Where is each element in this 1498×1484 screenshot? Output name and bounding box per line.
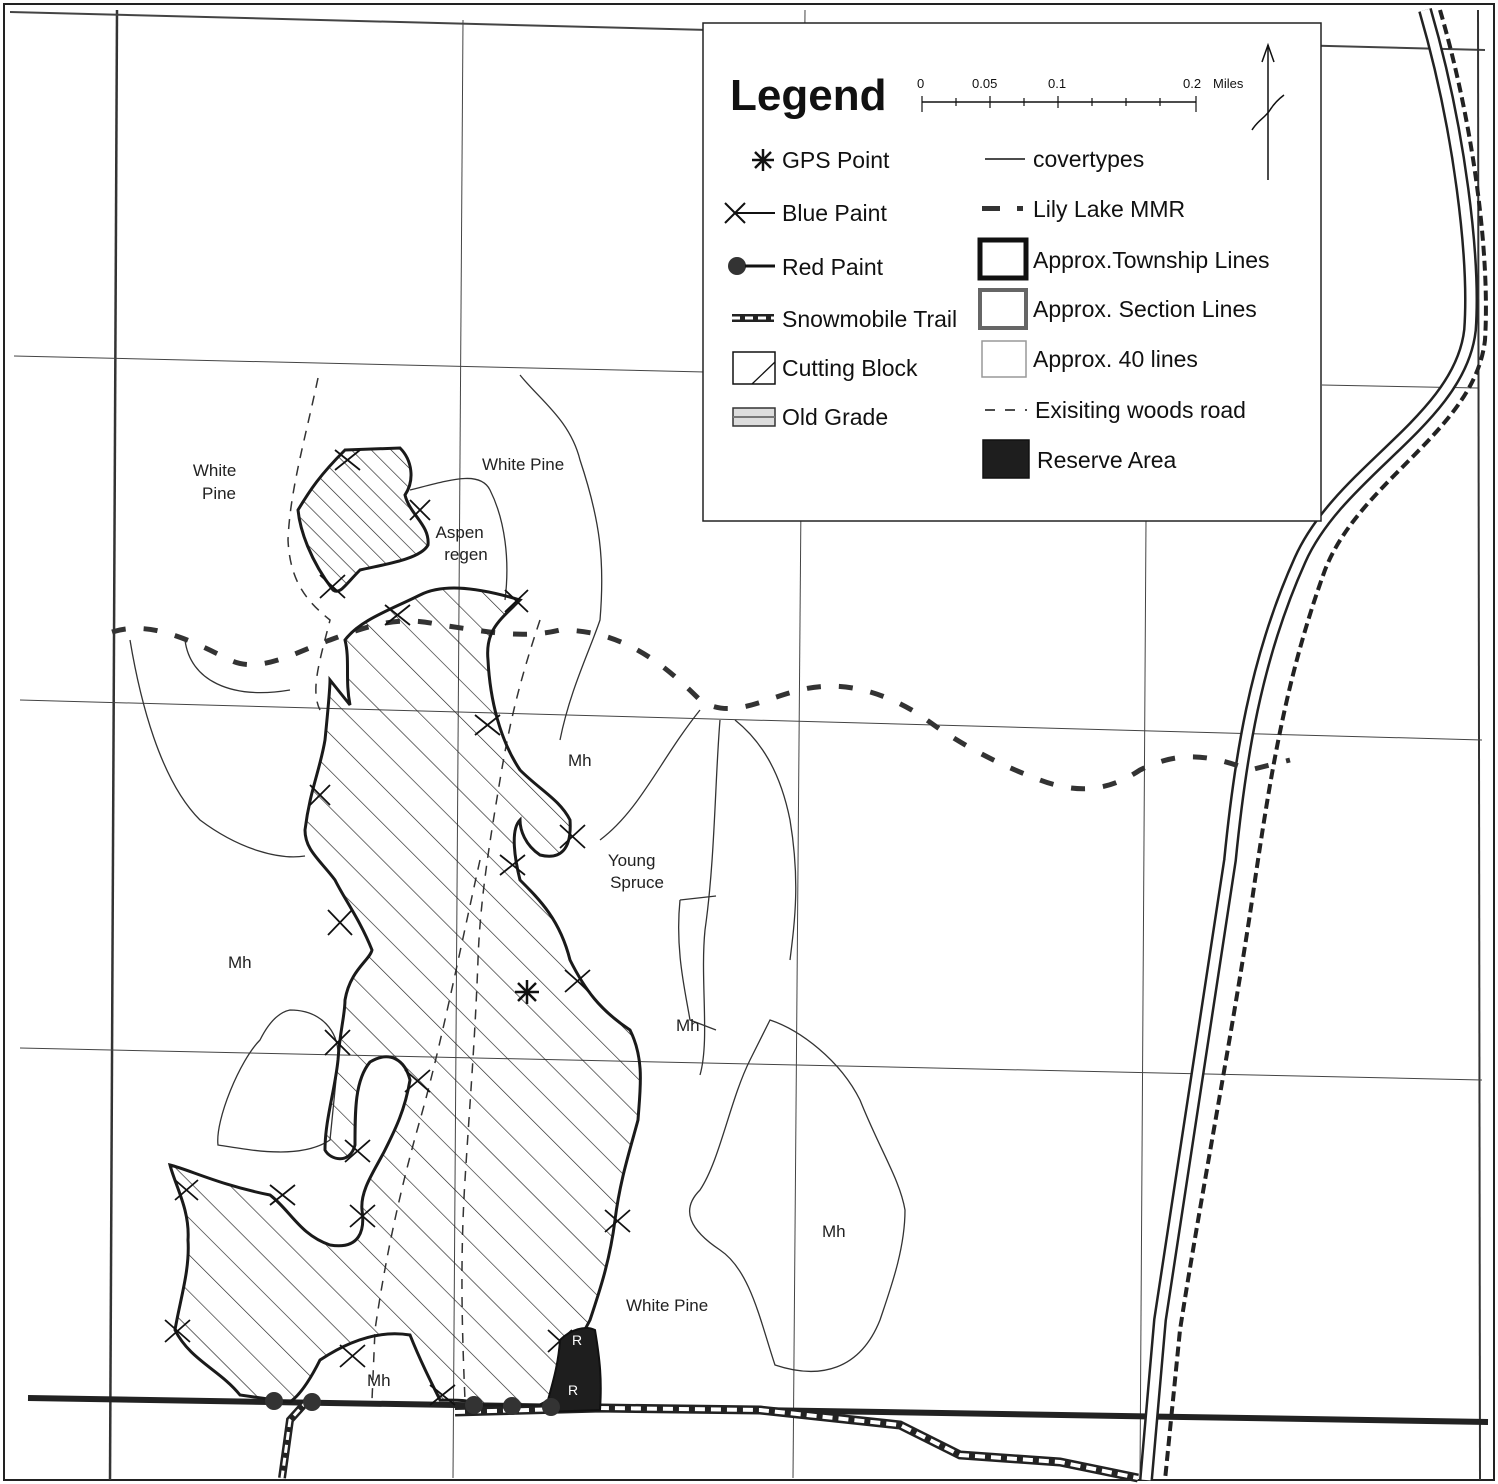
cutting-block-icon [732, 351, 776, 385]
svg-text:Snowmobile Trail: Snowmobile Trail [782, 306, 957, 332]
forty-line-icon [981, 340, 1027, 378]
svg-text:Approx.Township Lines: Approx.Township Lines [1033, 247, 1270, 273]
legend-item-covertypes: covertypes [985, 146, 1144, 172]
red-paint-icon [728, 257, 775, 275]
cutting-block-main [167, 586, 642, 1407]
legend-item-blue-paint: Blue Paint [724, 200, 887, 226]
svg-text:Blue Paint: Blue Paint [782, 200, 887, 226]
township-line-icon [977, 237, 1029, 281]
blue-paint-markers [164, 449, 631, 1406]
label-mh-south: Mh [367, 1371, 391, 1390]
legend-item-reserve: Reserve Area [982, 439, 1177, 479]
map-frame [3, 3, 1495, 1481]
reserve-area-icon [982, 439, 1030, 479]
cutting-blocks [167, 446, 642, 1407]
label-young-spruce: Young Spruce [608, 851, 664, 892]
svg-text:Reserve Area: Reserve Area [1037, 447, 1177, 473]
scale-unit: Miles [1213, 76, 1244, 91]
old-grade-icon [732, 407, 776, 427]
scale-tick-02: 0.2 [1183, 76, 1201, 91]
red-paint-markers [265, 1392, 560, 1416]
legend-item-gps: GPS Point [752, 147, 890, 173]
lily-lake-mmr-icon [982, 206, 1023, 211]
legend: Legend 0 0.05 0.1 0.2 Miles [702, 22, 1322, 522]
reserve-label-2: R [568, 1382, 578, 1398]
scale-tick-0: 0 [917, 76, 924, 91]
reserve-label-1: R [572, 1332, 582, 1348]
reserve-area [543, 1327, 602, 1414]
label-white-pine-s: White Pine [626, 1296, 708, 1315]
label-mh-mid: Mh [676, 1016, 700, 1035]
svg-text:Lily Lake MMR: Lily Lake MMR [1033, 196, 1185, 222]
lily-lake-mmr [111, 618, 1291, 792]
legend-item-woods-road: Exisiting woods road [985, 397, 1246, 423]
scale-bar: 0 0.05 0.1 0.2 Miles [917, 76, 1244, 112]
scale-tick-01: 0.1 [1048, 76, 1066, 91]
label-aspen-regen: Aspen regen [436, 523, 489, 564]
svg-text:Red Paint: Red Paint [782, 254, 884, 280]
scale-tick-005: 0.05 [972, 76, 997, 91]
east-road [1139, 8, 1488, 1481]
svg-text:covertypes: covertypes [1033, 146, 1144, 172]
svg-text:Approx. 40 lines: Approx. 40 lines [1033, 346, 1198, 372]
svg-text:Old Grade: Old Grade [782, 404, 888, 430]
legend-item-snowmobile: Snowmobile Trail [732, 306, 957, 332]
legend-item-lily-lake: Lily Lake MMR [982, 196, 1185, 222]
section-line-icon [978, 288, 1028, 330]
label-white-pine-nw: White Pine [193, 461, 241, 503]
svg-text:Approx. Section Lines: Approx. Section Lines [1033, 296, 1257, 322]
legend-item-section: Approx. Section Lines [978, 288, 1257, 330]
label-mh-west: Mh [228, 953, 252, 972]
legend-item-forty: Approx. 40 lines [981, 340, 1198, 378]
legend-item-cutting-block: Cutting Block [732, 351, 918, 385]
svg-text:GPS Point: GPS Point [782, 147, 890, 173]
label-mh-east: Mh [822, 1222, 846, 1241]
cutting-block-north [296, 446, 430, 593]
north-arrow-icon [1251, 42, 1285, 180]
gps-point-icon [752, 149, 774, 171]
section-line-west [108, 9, 119, 1481]
blue-paint-icon [724, 202, 775, 224]
legend-item-old-grade: Old Grade [732, 404, 888, 430]
legend-item-red-paint: Red Paint [728, 254, 884, 280]
legend-item-township: Approx.Township Lines [977, 237, 1270, 281]
label-mh-center: Mh [568, 751, 592, 770]
svg-text:Cutting Block: Cutting Block [782, 355, 918, 381]
label-white-pine-n: White Pine [482, 455, 564, 474]
svg-text:Exisiting woods road: Exisiting woods road [1035, 397, 1246, 423]
section-line-east [1477, 9, 1481, 1481]
covertype-lines [129, 374, 906, 1372]
gps-point [515, 980, 539, 1004]
legend-title: Legend [730, 71, 886, 120]
